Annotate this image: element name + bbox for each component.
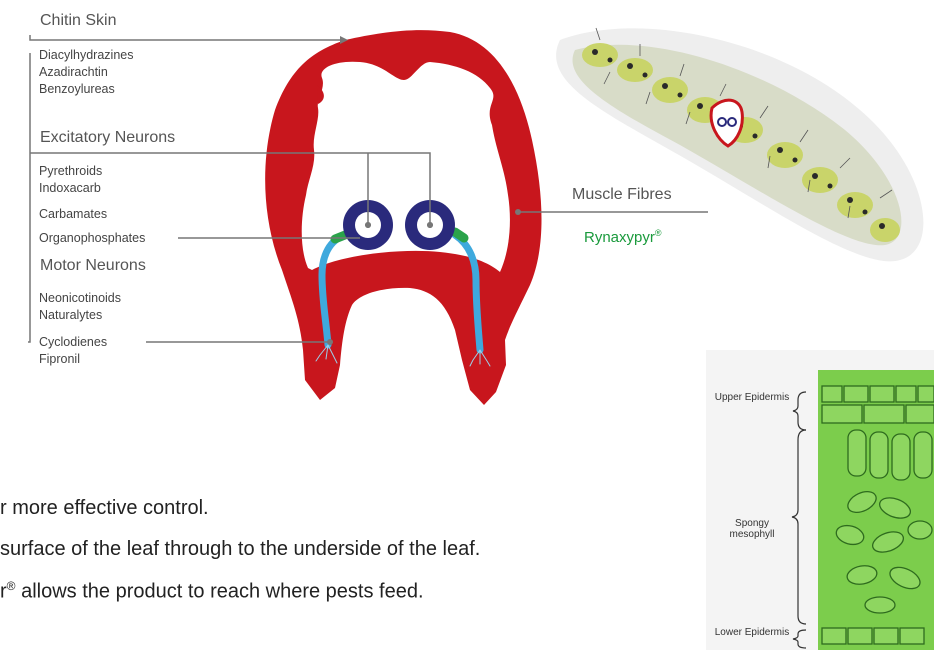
excitatory-item-1: Pyrethroids xyxy=(39,163,102,179)
leaf-upper-epidermis-label: Upper Epidermis xyxy=(712,392,792,403)
bottom-text-line-2: surface of the leaf through to the under… xyxy=(0,538,480,561)
excitatory-item-2: Indoxacarb xyxy=(39,180,101,196)
caterpillar-image xyxy=(556,28,923,261)
rynaxypyr-mark: ® xyxy=(655,228,662,238)
leaf-spongy-mesophyll-label: Spongy mesophyll xyxy=(712,518,792,540)
chitin-skin-heading: Chitin Skin xyxy=(40,12,116,30)
rynaxypyr-name: Rynaxypyr xyxy=(584,229,655,246)
bottom-text-line-3-mark: ® xyxy=(7,579,16,593)
excitatory-item-4: Organophosphates xyxy=(39,230,145,246)
motor-item-1: Neonicotinoids xyxy=(39,290,121,306)
motor-item-4: Fipronil xyxy=(39,351,80,367)
chitin-item-1: Diacylhydrazines xyxy=(39,47,133,63)
bottom-text-line-1: r more effective control. xyxy=(0,497,209,520)
leaf-lower-epidermis-label: Lower Epidermis xyxy=(712,627,792,638)
muscle-cross-section xyxy=(265,30,541,405)
motor-neurons-heading: Motor Neurons xyxy=(40,257,146,275)
excitatory-neurons-heading: Excitatory Neurons xyxy=(40,129,175,147)
bottom-text-line-3-post: allows the product to reach where pests … xyxy=(16,581,424,603)
bottom-text-line-3-pre: r xyxy=(0,581,7,603)
rynaxypyr-label: Rynaxypyr® xyxy=(584,228,662,246)
motor-item-3: Cyclodienes xyxy=(39,334,107,350)
chitin-item-3: Benzoylureas xyxy=(39,81,115,97)
bottom-text-line-3: r® allows the product to reach where pes… xyxy=(0,579,424,604)
excitatory-item-3: Carbamates xyxy=(39,206,107,222)
chitin-item-2: Azadirachtin xyxy=(39,64,108,80)
muscle-fibres-heading: Muscle Fibres xyxy=(572,186,672,204)
motor-item-2: Naturalytes xyxy=(39,307,102,323)
